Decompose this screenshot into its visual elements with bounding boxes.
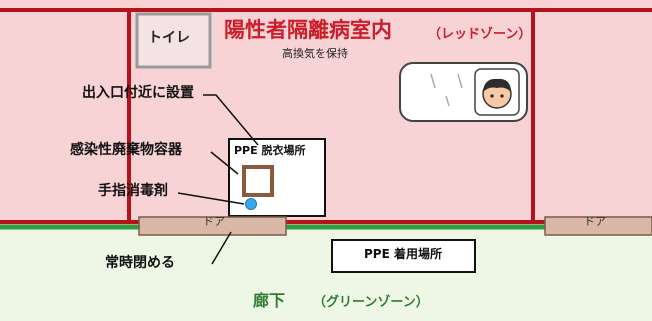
green-zone-label: （グリーンゾーン） bbox=[313, 295, 429, 310]
leader-waste bbox=[210, 151, 239, 175]
door-right bbox=[544, 216, 652, 236]
ppe-donning-area-box bbox=[331, 239, 476, 273]
red-zone-label: （レッドゾーン） bbox=[428, 27, 532, 42]
ventilation-note: 高換気を保持 bbox=[282, 47, 348, 60]
toilet-label: トイレ bbox=[148, 30, 190, 46]
waste-container-annotation: 感染性廃棄物容器 bbox=[70, 142, 182, 158]
corridor-title: 廊下 bbox=[253, 291, 286, 310]
waste-container-icon bbox=[242, 165, 274, 197]
door-left bbox=[138, 216, 287, 236]
door-left-label: ドア bbox=[203, 215, 225, 228]
hand-sanitizer-annotation: 手指消毒剤 bbox=[98, 183, 168, 199]
ppe-doffing-label: PPE 脱衣場所 bbox=[234, 144, 306, 157]
door-right-label: ドア bbox=[584, 215, 606, 228]
patient-icon bbox=[482, 78, 512, 109]
toilet-box bbox=[135, 12, 212, 69]
sanitizer-icon bbox=[245, 198, 257, 210]
room-title: 陽性者隔離病室内 bbox=[224, 18, 392, 42]
always-closed-annotation: 常時閉める bbox=[105, 255, 175, 271]
leader-close bbox=[211, 231, 232, 265]
leader-near-exit bbox=[203, 94, 259, 146]
ppe-donning-label: PPE 着用場所 bbox=[364, 247, 442, 261]
green-zone-area bbox=[0, 226, 652, 321]
near-exit-annotation: 出入口付近に設置 bbox=[82, 85, 194, 101]
leader-sanitizer bbox=[177, 192, 245, 205]
